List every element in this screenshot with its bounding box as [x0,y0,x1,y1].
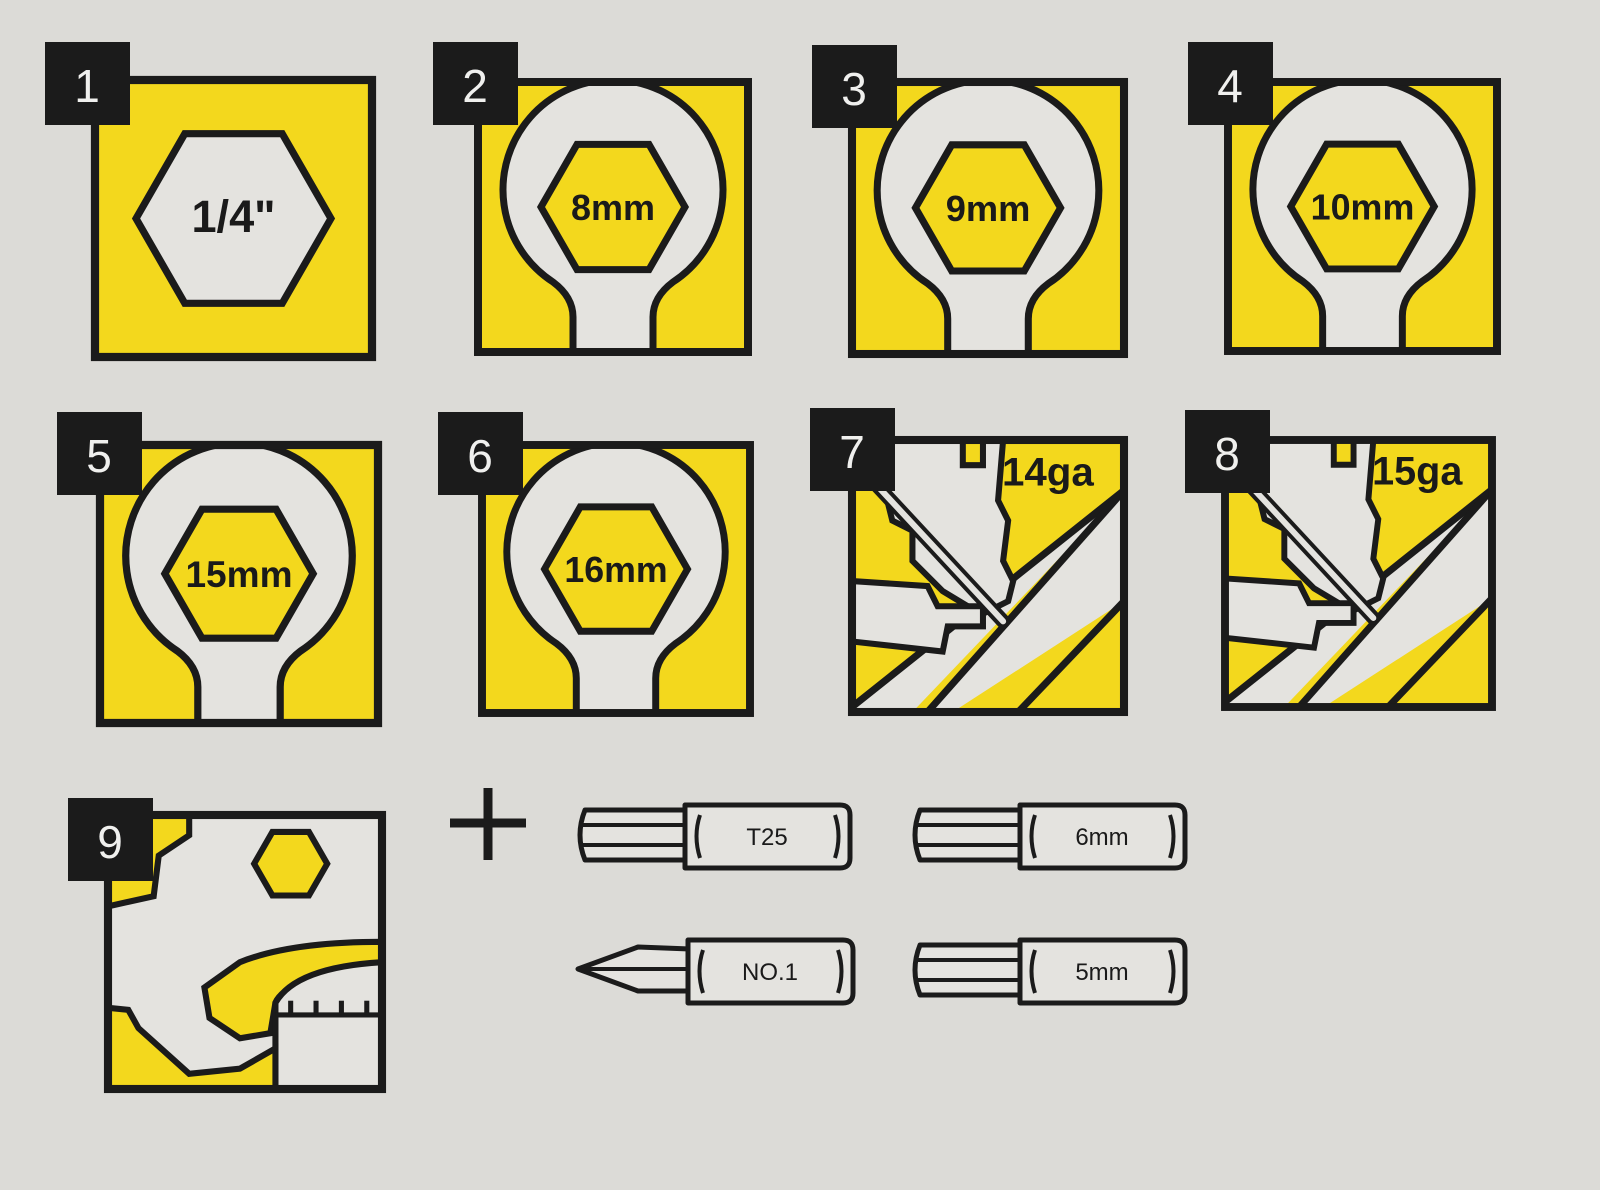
panel-number-badge: 5 [57,412,142,495]
panel-number-badge: 1 [45,42,130,125]
panel-number: 2 [462,60,488,112]
panel-number: 9 [97,816,123,868]
panel-number: 7 [839,426,865,478]
panel-number-badge: 2 [433,42,518,125]
bit-hex-icon: 5mm [912,937,1188,1006]
size-label: 9mm [946,188,1031,229]
panel-3-wrench: 9mm [847,77,1129,359]
panel-border [474,78,752,356]
panel-6-wrench: 16mm [478,441,754,717]
panel-9-pliers [103,810,387,1094]
panel-border [1221,436,1496,711]
size-label: 15mm [185,553,292,595]
panel-1-hex-socket: 1/4" [90,75,377,362]
size-label: 16mm [564,550,667,590]
size-label: 10mm [1311,187,1415,227]
panel-number-badge: 4 [1188,42,1273,125]
panel-number: 4 [1217,60,1243,112]
bit-hex-icon: 6mm [912,802,1188,871]
panel-border [90,75,377,362]
size-label: 8mm [571,187,655,228]
panel-border [847,77,1129,359]
hex-nut-icon [160,505,318,642]
panel-border [478,441,754,717]
panel-border [103,810,387,1094]
panel-number: 6 [467,430,493,482]
panel-7-wire-stripper: 14ga [847,435,1129,717]
panel-2-wrench: 8mm [474,78,752,356]
panel-number-badge: 6 [438,412,523,495]
size-label: 1/4" [191,191,275,242]
gauge-label: 14ga [1002,449,1094,494]
bit-label: 6mm [1075,824,1128,851]
panel-number-badge: 7 [810,408,895,491]
panel-number: 3 [841,63,867,115]
panel-4-wrench: 10mm [1224,78,1501,355]
hex-nut-icon [536,140,690,274]
panel-border [1224,78,1501,355]
gauge-label: 15ga [1372,450,1463,494]
bit-torx-icon: T25 [577,802,853,871]
panel-number: 8 [1214,428,1240,480]
hex-nut-icon [540,503,692,635]
panel-border [95,440,383,728]
panel-number-badge: 3 [812,45,897,128]
panel-5-wrench: 15mm [95,440,383,728]
panel-number-badge: 9 [68,798,153,881]
hex-nut-icon [911,141,1065,275]
bit-label: T25 [746,824,787,851]
bit-label: 5mm [1075,959,1128,986]
plus-icon [450,788,526,860]
panel-number: 1 [74,60,100,112]
hex-socket-icon [131,130,336,307]
hex-nut-icon [1286,140,1439,273]
panel-number-badge: 8 [1185,410,1270,493]
hex-nut-icon [250,828,331,899]
panel-border [847,435,1129,717]
panel-number: 5 [86,430,112,482]
bit-phillips-icon: NO.1 [575,937,856,1006]
bit-label: NO.1 [742,959,798,986]
